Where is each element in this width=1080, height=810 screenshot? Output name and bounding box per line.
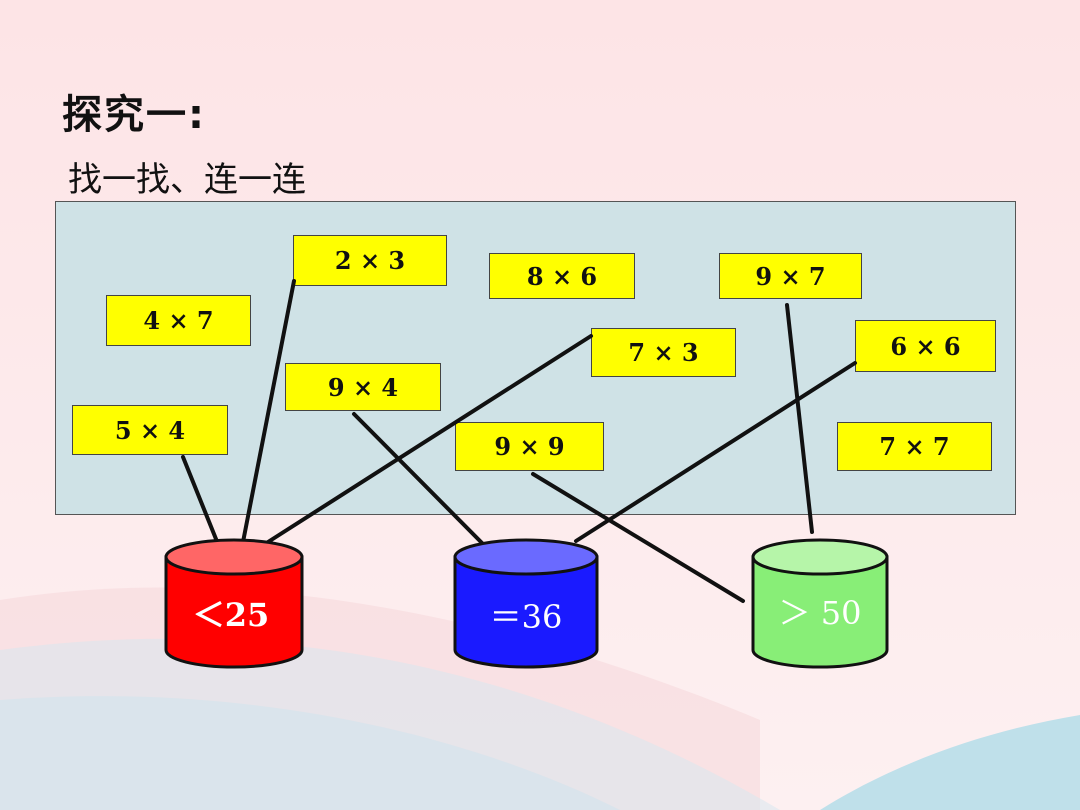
card-6x6[interactable]: 6 × 6: [855, 320, 996, 372]
card-8x6[interactable]: 8 × 6: [489, 253, 635, 299]
instruction-text: 找一找、连一连: [68, 160, 306, 200]
jar-label-greater-50: ＞ 50: [778, 594, 862, 632]
page-title: 探究一:: [62, 92, 206, 138]
card-5x4[interactable]: 5 × 4: [72, 405, 228, 455]
card-9x7[interactable]: 9 × 7: [719, 253, 862, 299]
card-7x7[interactable]: 7 × 7: [837, 422, 992, 471]
card-2x3[interactable]: 2 × 3: [293, 235, 447, 286]
card-4x7[interactable]: 4 × 7: [106, 295, 251, 346]
card-7x3[interactable]: 7 × 3: [591, 328, 736, 377]
jar-label-less-25: ＜25: [192, 596, 270, 634]
card-9x9[interactable]: 9 × 9: [455, 422, 604, 471]
jar-label-equal-36: ＝36: [489, 598, 563, 636]
card-9x4[interactable]: 9 × 4: [285, 363, 441, 411]
